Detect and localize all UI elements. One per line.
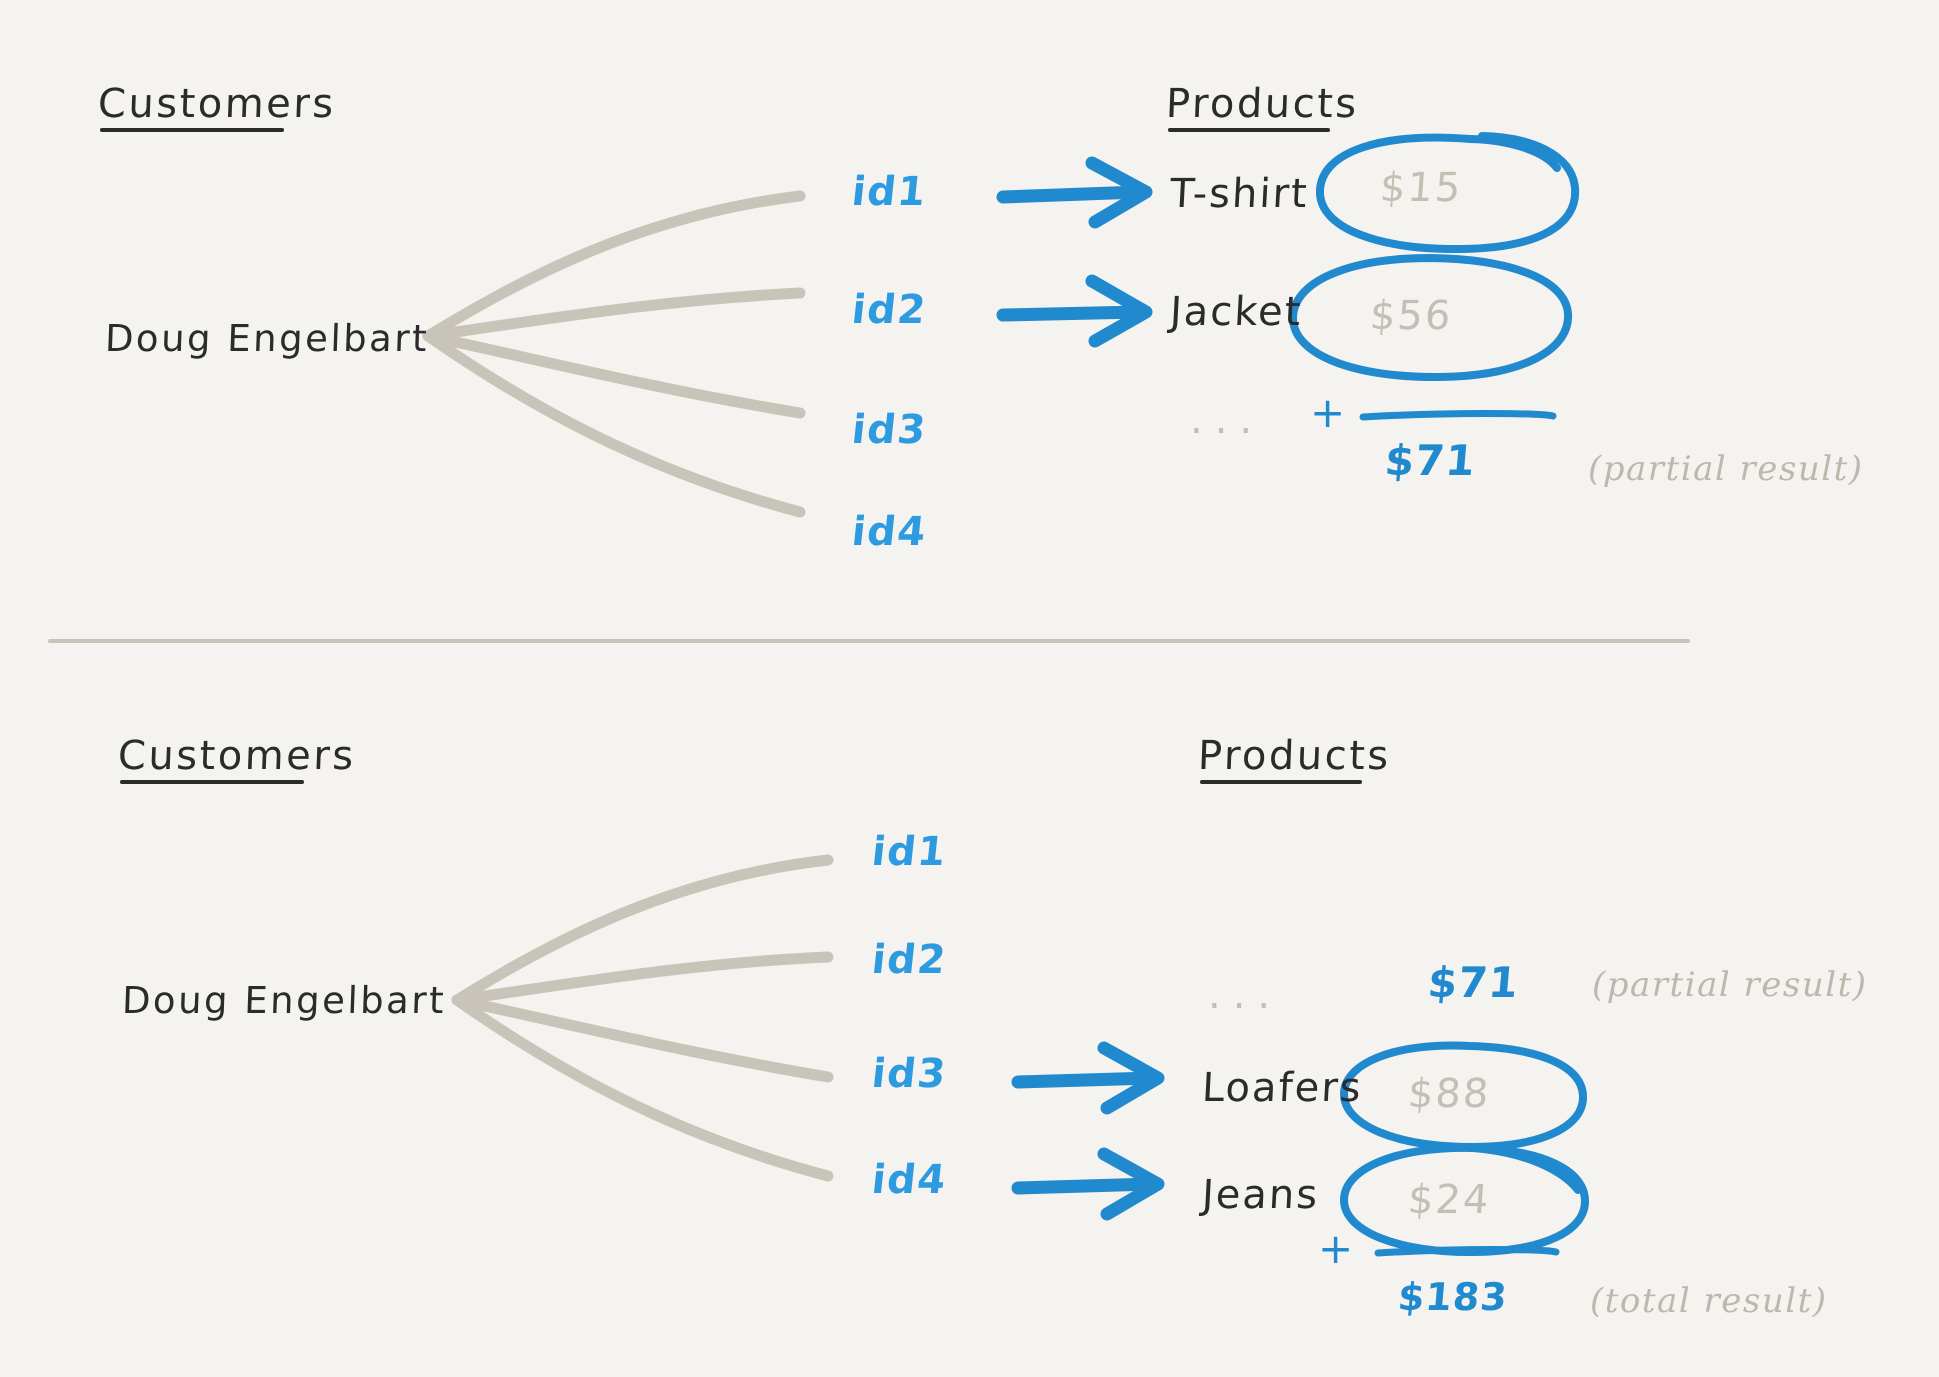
bottom-products-underline: [1200, 780, 1362, 784]
top-sum-rule: [1359, 410, 1557, 421]
bottom-plus-sign: +: [1318, 1224, 1354, 1273]
top-customer-name: Doug Engelbart: [104, 317, 430, 360]
bottom-products-heading: Products: [1197, 733, 1392, 779]
top-customers-underline: [100, 128, 284, 132]
bottom-id-label-1[interactable]: id1: [869, 829, 950, 875]
top-product-name-1: T-shirt: [1168, 171, 1310, 217]
top-products-heading: Products: [1165, 81, 1360, 127]
bottom-price-4: $24: [1406, 1177, 1492, 1223]
bottom-sum-rule: [1374, 1246, 1560, 1257]
top-id-label-1[interactable]: id1: [849, 169, 930, 215]
bottom-customers-heading: Customers: [117, 733, 357, 779]
top-ellipsis: ...: [1190, 397, 1265, 443]
bottom-customer-name: Doug Engelbart: [121, 979, 447, 1022]
bottom-carry-value: $71: [1425, 958, 1521, 1007]
top-id-label-2[interactable]: id2: [849, 287, 930, 333]
bottom-arrow-id4: [1011, 1147, 1165, 1221]
top-customers-heading: Customers: [97, 81, 337, 127]
bottom-customers-underline: [120, 780, 304, 784]
bottom-price-3: $88: [1406, 1071, 1492, 1117]
top-arrow-id2: [996, 274, 1153, 348]
top-sum-note: (partial result): [1588, 449, 1864, 489]
bottom-product-name-4: Jeans: [1200, 1172, 1321, 1218]
top-id-label-3[interactable]: id3: [849, 407, 930, 453]
bottom-fan-lines: [451, 854, 834, 1182]
top-sum-value: $71: [1382, 436, 1478, 485]
top-price-2: $56: [1368, 293, 1454, 339]
bottom-ellipsis: ...: [1208, 972, 1283, 1018]
top-arrow-id1: [996, 156, 1153, 229]
bottom-sum-note: (total result): [1590, 1281, 1828, 1321]
bottom-sum-value: $183: [1396, 1275, 1510, 1319]
bottom-id-label-2[interactable]: id2: [869, 937, 950, 983]
bottom-id-label-4[interactable]: id4: [869, 1157, 950, 1203]
top-product-name-2: Jacket: [1168, 289, 1304, 335]
top-products-underline: [1168, 128, 1330, 132]
bottom-product-name-3: Loafers: [1200, 1065, 1364, 1111]
top-plus-sign: +: [1310, 388, 1346, 437]
bottom-arrow-id3: [1011, 1041, 1165, 1115]
bottom-carry-note: (partial result): [1592, 965, 1868, 1005]
top-price-1: $15: [1378, 165, 1464, 211]
top-fan-lines: [422, 190, 806, 518]
bottom-id-label-3[interactable]: id3: [869, 1051, 950, 1097]
top-id-label-4[interactable]: id4: [849, 509, 930, 555]
